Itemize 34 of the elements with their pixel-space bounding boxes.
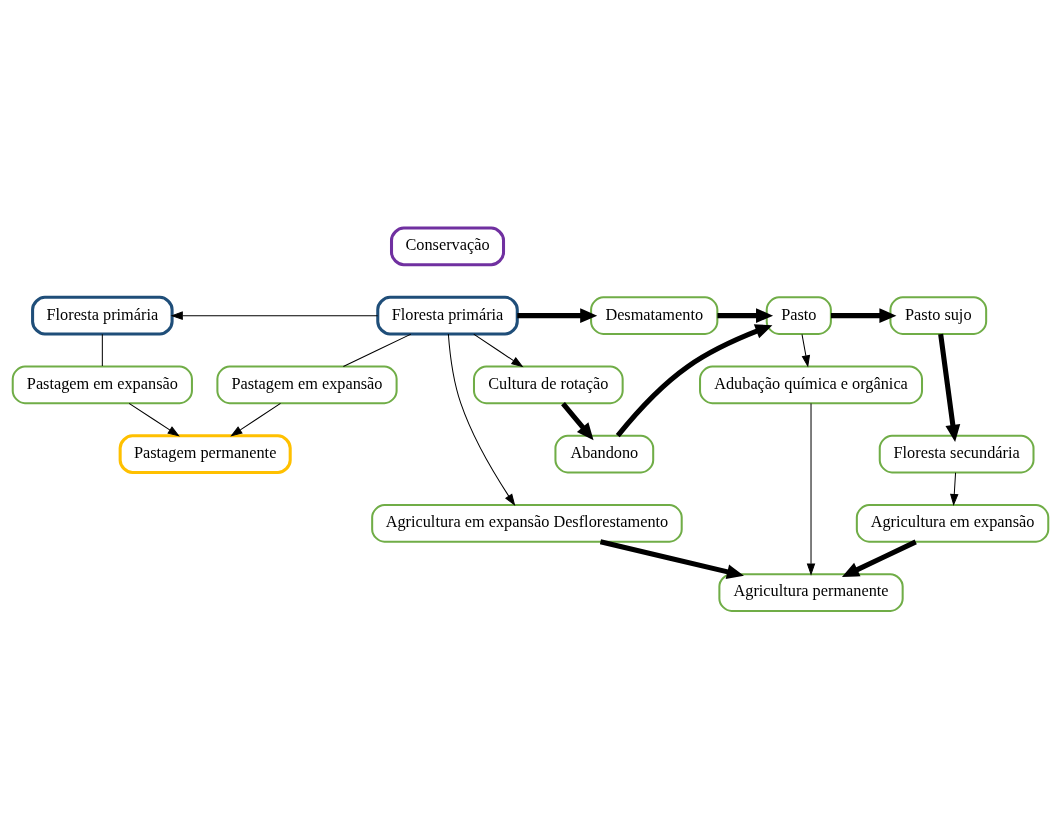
node-box: Agricultura permanente (718, 573, 904, 612)
arrow (170, 311, 379, 320)
node-box: Adubação química e orgânica (699, 365, 924, 405)
node-box: Conservação (390, 226, 506, 267)
node-box: Floresta primária (376, 295, 519, 336)
node-box: Desmatamento (590, 296, 719, 335)
connector (342, 333, 412, 367)
arrow (806, 402, 816, 576)
arrow (230, 402, 281, 437)
arrow (717, 308, 774, 324)
connector (101, 333, 103, 367)
node-box: Pasto (765, 296, 832, 335)
node-box: Abandono (554, 434, 655, 474)
node-box: Agricultura em expansão (855, 504, 1050, 543)
node-box: Floresta secundária (878, 434, 1035, 474)
node-box: Pastagem em expansão (216, 365, 398, 405)
arrow (517, 308, 598, 324)
node-box: Agricultura em expansão Desflorestamento (371, 504, 683, 543)
arrow (128, 402, 180, 437)
arrow (950, 472, 959, 507)
arrow (841, 539, 917, 577)
arrow (830, 308, 897, 324)
arrow (801, 333, 811, 368)
node-box: Cultura de rotação (472, 365, 624, 405)
arrow (561, 401, 594, 441)
arrow (938, 333, 961, 442)
arrow (473, 333, 524, 368)
node-box: Pasto sujo (889, 296, 988, 335)
arrow (599, 539, 744, 580)
arrow (447, 333, 516, 506)
node-box: Pastagem em expansão (11, 365, 193, 405)
node-box: Pastagem permanente (118, 434, 292, 474)
arrow (615, 324, 773, 438)
node-box: Floresta primária (31, 295, 174, 336)
